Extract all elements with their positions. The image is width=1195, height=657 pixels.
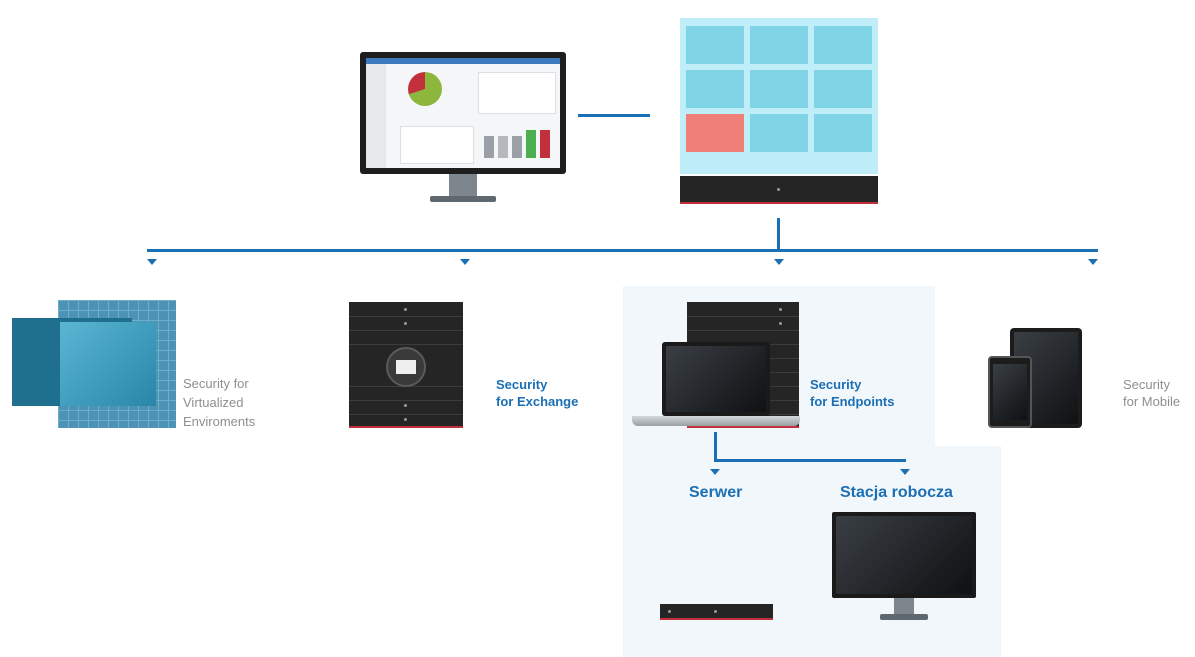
distribution-bus: [147, 249, 1098, 252]
arrow-server: [710, 469, 720, 475]
arrow-virtualized: [147, 259, 157, 265]
arrow-endpoints: [774, 259, 784, 265]
mail-server-icon: [349, 302, 463, 428]
pie-chart-icon: [408, 72, 442, 106]
alert-tile: [686, 114, 744, 152]
label-mobile-line1: Security: [1123, 377, 1170, 392]
label-server: Serwer: [689, 484, 743, 501]
arrow-workstation: [900, 469, 910, 475]
monitor-icon: [360, 52, 566, 204]
console-appliance-connector: [578, 114, 650, 117]
label-virtualized-line3: Enviroments: [183, 414, 256, 429]
label-exchange-line1: Security: [496, 377, 548, 392]
rack-server-icon: [660, 604, 773, 620]
laptop-icon: [632, 342, 800, 428]
virtual-machine-icon: [12, 300, 176, 428]
endpoint-drop-connector: [714, 432, 717, 461]
label-workstation: Stacja robocza: [840, 484, 953, 501]
appliance-drop-connector: [777, 218, 780, 252]
arrow-mobile: [1088, 259, 1098, 265]
label-virtualized-line2: Virtualized: [183, 395, 244, 410]
server-appliance-icon: [680, 18, 878, 204]
phone-icon: [988, 356, 1032, 428]
desktop-monitor-icon: [832, 512, 976, 622]
endpoint-branch-connector: [714, 459, 906, 462]
label-exchange-line2: for Exchange: [496, 394, 579, 409]
label-endpoints-line2: for Endpoints: [810, 394, 895, 409]
label-virtualized-line1: Security for: [183, 376, 249, 391]
console-screen: [366, 58, 560, 168]
envelope-icon: [386, 347, 426, 387]
arrow-exchange: [460, 259, 470, 265]
label-mobile-line2: for Mobile: [1123, 394, 1181, 409]
label-endpoints-line1: Security: [810, 377, 862, 392]
